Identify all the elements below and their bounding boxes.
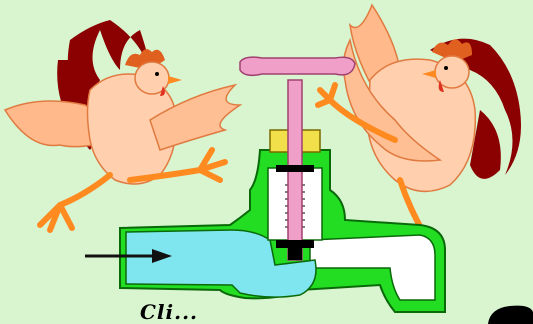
caption-fragment: Cli... <box>140 300 198 324</box>
faucet-handle-icon <box>240 57 355 75</box>
